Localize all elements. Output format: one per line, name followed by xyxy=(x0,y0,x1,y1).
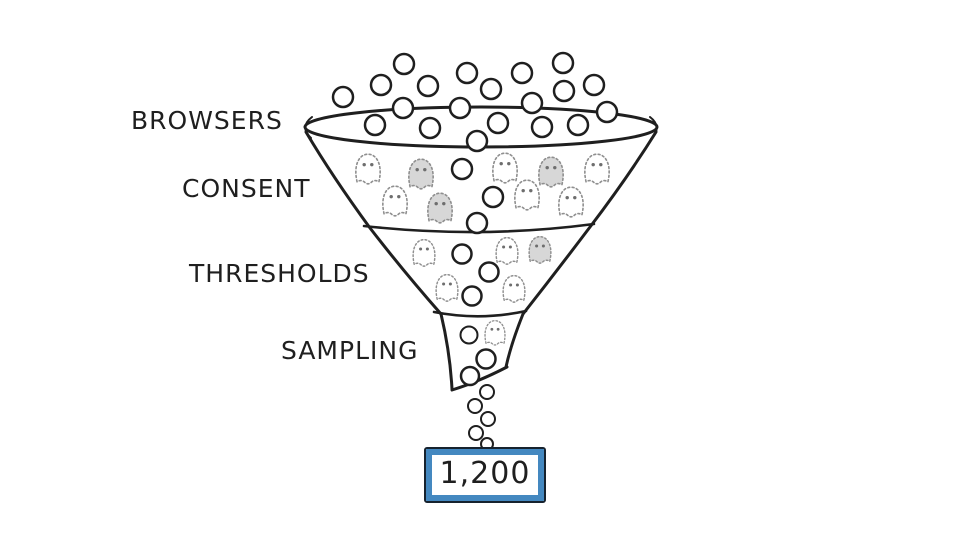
stage-label-thresholds: THRESHOLDS xyxy=(189,259,370,288)
user-dot xyxy=(461,285,483,307)
user-dot xyxy=(595,100,619,124)
funnel-wall-right xyxy=(521,130,658,316)
user-dot xyxy=(551,51,575,75)
user-dot xyxy=(481,185,505,209)
ghost-icon xyxy=(412,238,436,267)
user-dot xyxy=(416,74,440,98)
spout-wall-left xyxy=(439,312,454,391)
result-box-inner: 1,200 xyxy=(426,449,544,501)
user-dot xyxy=(392,52,416,76)
user-dot xyxy=(331,85,355,109)
ghost-icon xyxy=(558,186,584,218)
ghost-icon xyxy=(382,185,408,217)
funnel-wall-left xyxy=(304,130,443,316)
ghost-icon xyxy=(435,273,459,302)
user-dot xyxy=(520,91,544,115)
user-dot xyxy=(566,113,590,137)
user-dot xyxy=(475,348,497,370)
ghost-icon xyxy=(584,153,610,185)
divider-thresholds-sampling xyxy=(432,309,528,318)
user-dot xyxy=(451,243,473,265)
user-dot xyxy=(465,129,489,153)
user-dot xyxy=(363,113,387,137)
user-dot xyxy=(391,96,415,120)
ghost-icon xyxy=(514,179,540,211)
ghost-icon xyxy=(355,153,381,185)
user-dot xyxy=(465,211,489,235)
user-dot xyxy=(479,77,503,101)
user-dot xyxy=(582,73,606,97)
ghost-icon-dropped xyxy=(427,192,453,224)
user-dot xyxy=(468,425,484,441)
ghost-icon xyxy=(484,320,506,346)
dot-layer xyxy=(331,51,619,451)
user-dot xyxy=(418,116,442,140)
user-dot xyxy=(478,261,500,283)
user-dot xyxy=(530,115,554,139)
stage-label-consent: CONSENT xyxy=(182,174,311,203)
result-box: 1,200 xyxy=(424,447,546,503)
ghost-icon-dropped xyxy=(408,158,434,190)
user-dot xyxy=(510,61,534,85)
result-value: 1,200 xyxy=(439,456,531,491)
user-dot xyxy=(480,411,496,427)
user-dot xyxy=(448,96,472,120)
spout-wall-right xyxy=(504,312,525,369)
user-dot xyxy=(479,384,495,400)
stage-label-sampling: SAMPLING xyxy=(281,336,419,365)
user-dot xyxy=(455,61,479,85)
user-dot xyxy=(467,398,483,414)
user-dot xyxy=(450,157,474,181)
user-dot xyxy=(369,73,393,97)
ghost-icon-dropped xyxy=(528,235,552,264)
user-dot xyxy=(552,79,576,103)
ghost-icon xyxy=(492,152,518,184)
user-dot xyxy=(459,325,479,345)
ghost-icon-dropped xyxy=(538,156,564,188)
ghost-icon xyxy=(495,236,519,265)
ghost-icon xyxy=(502,274,526,303)
user-dot xyxy=(459,365,481,387)
ghost-layer xyxy=(355,152,610,346)
stage-label-browsers: BROWSERS xyxy=(131,106,283,135)
user-dot xyxy=(486,111,510,135)
